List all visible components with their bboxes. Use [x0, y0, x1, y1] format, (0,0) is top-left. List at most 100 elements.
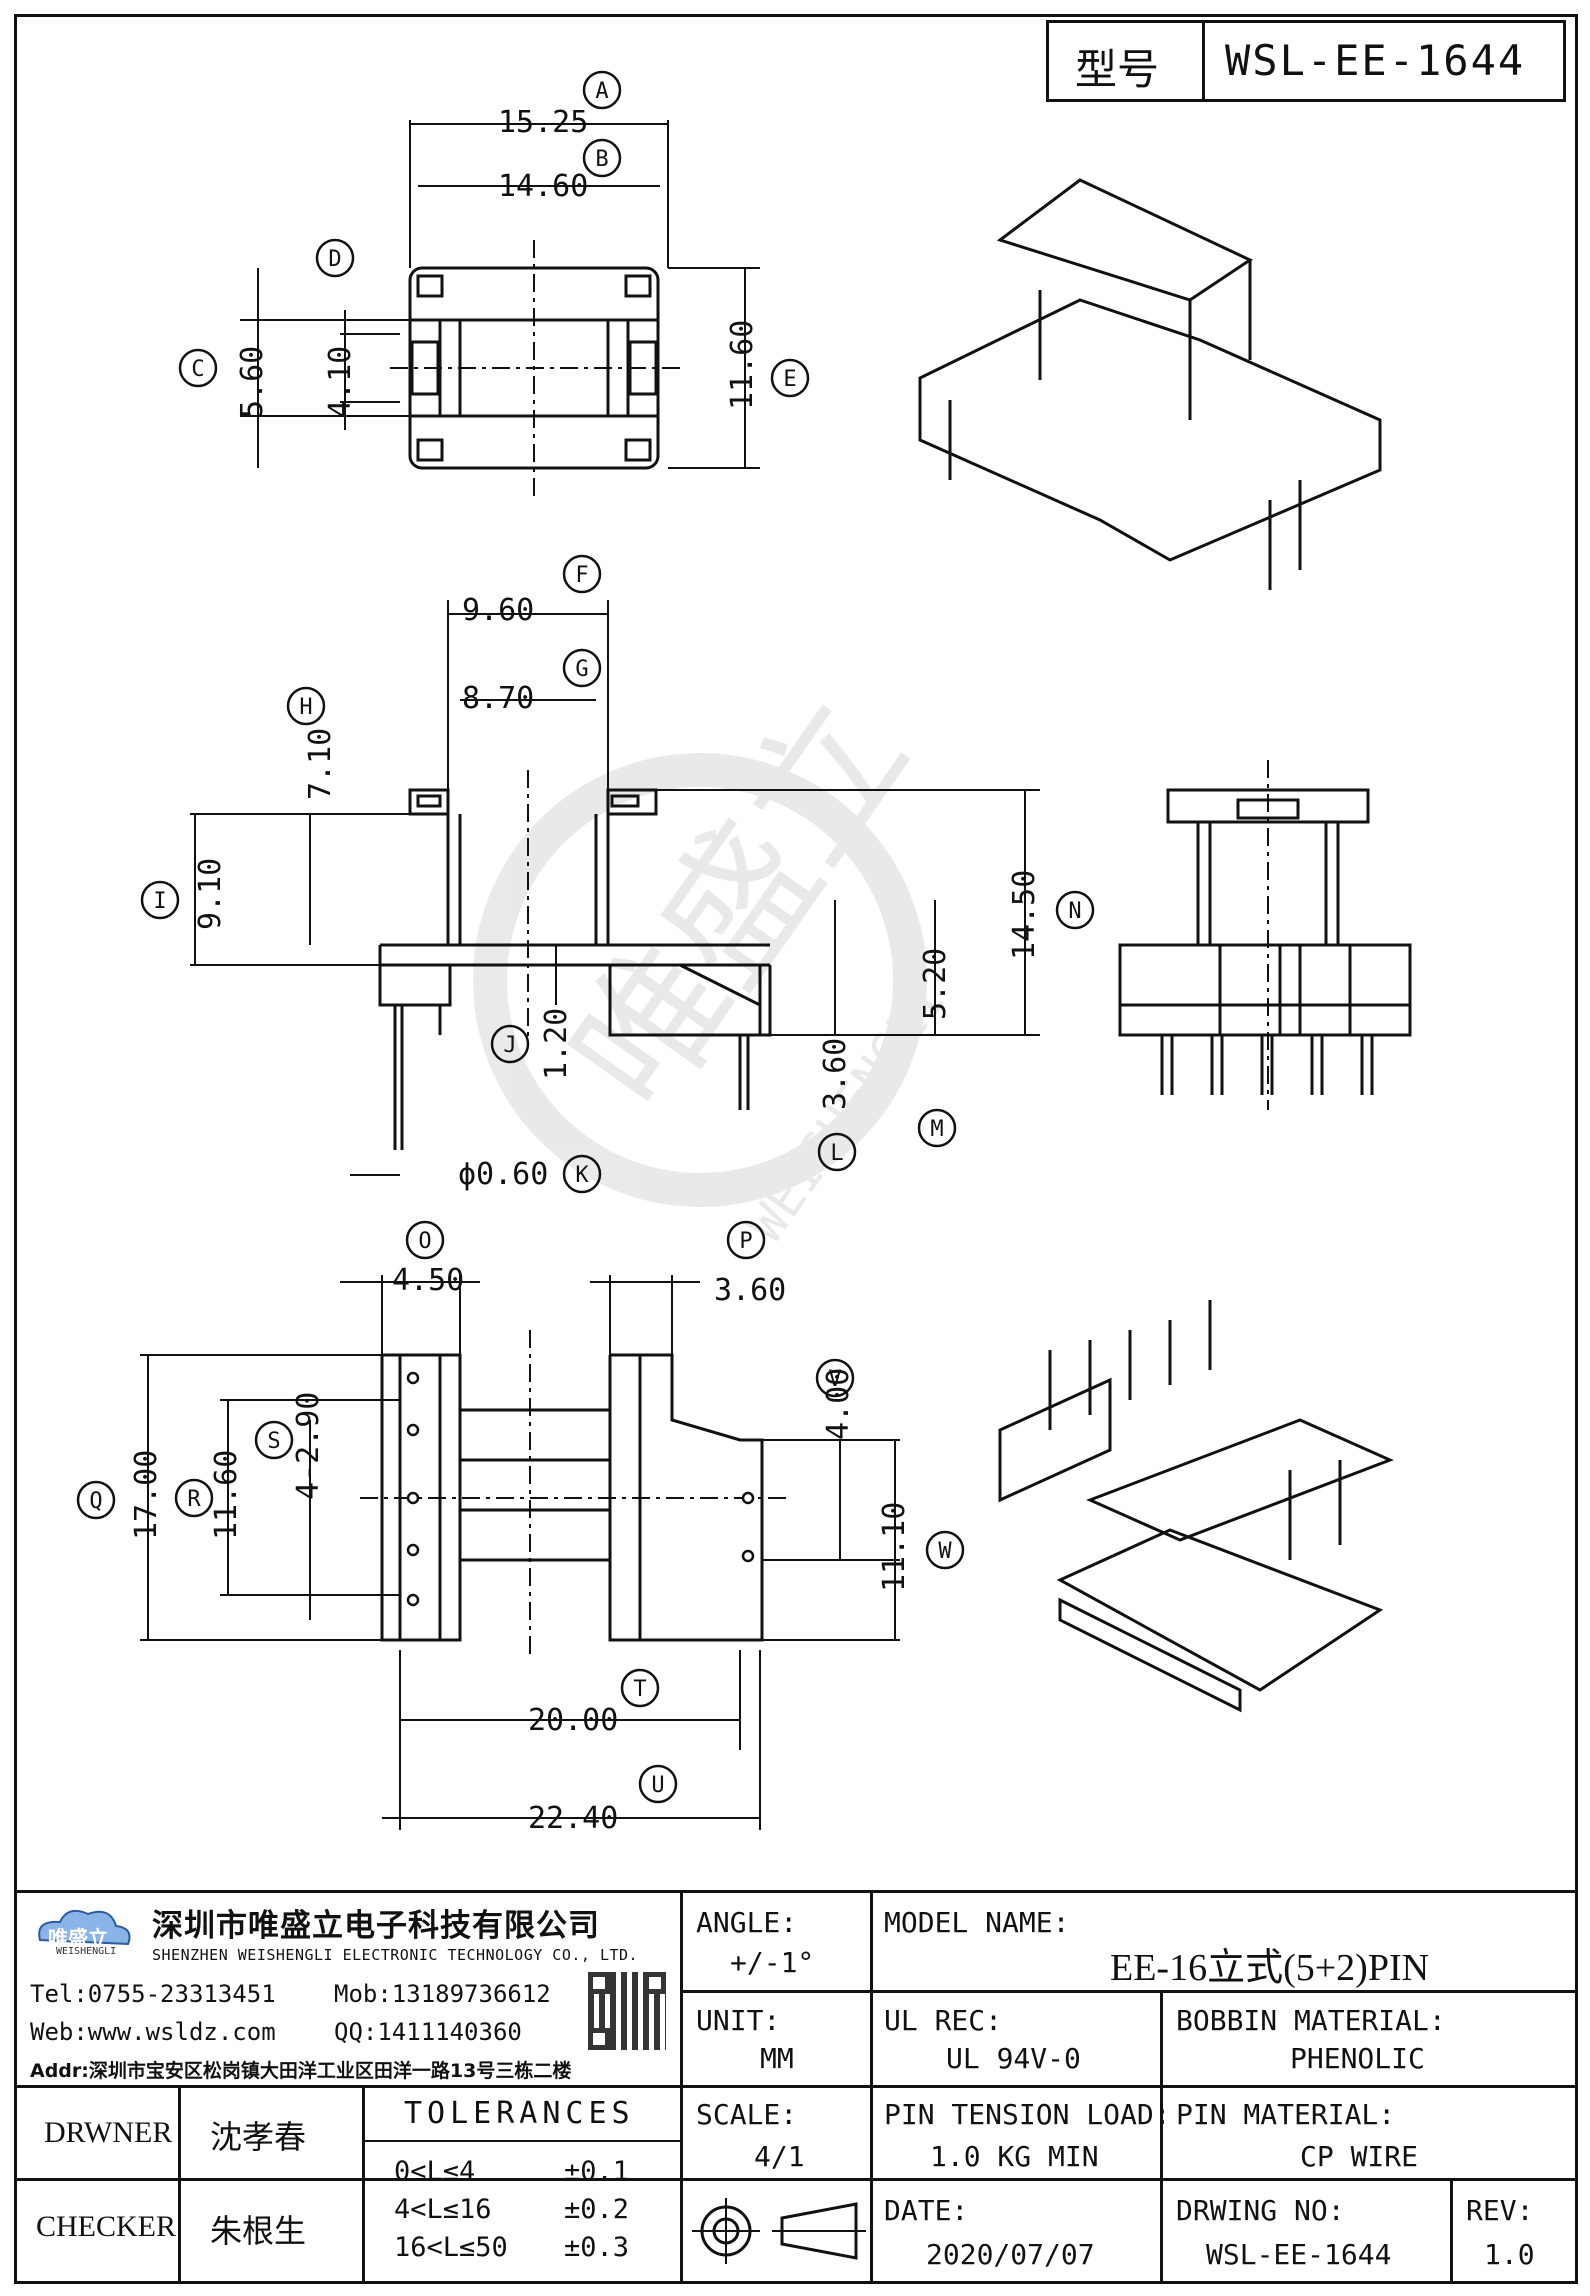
- callout-letter: I: [153, 889, 166, 914]
- title-block-v6: [362, 2085, 365, 2284]
- watermark: 唯盛立 WEISHENGLI: [473, 670, 957, 1252]
- iso-view-top: [918, 178, 1382, 590]
- callout-letter: Q: [89, 1489, 102, 1514]
- angle-label: ANGLE:: [696, 1906, 798, 1939]
- model-header-box: [1046, 20, 1566, 102]
- dim-h-value: 7.10: [303, 728, 338, 800]
- company-name-cn: 深圳市唯盛立电子科技有限公司: [152, 1908, 600, 1944]
- tension-label: PIN TENSION LOAD:: [884, 2098, 1171, 2131]
- company-name-en: SHENZHEN WEISHENGLI ELECTRONIC TECHNOLOG…: [152, 1946, 639, 1964]
- tolerance-range: 16<L≤50: [394, 2232, 508, 2263]
- iso-view-bottom: [998, 1300, 1394, 1713]
- company-mob: Mob:13189736612: [334, 1980, 551, 2008]
- drawing-no-value: WSL-EE-1644: [1206, 2238, 1392, 2271]
- dim-o-value: 4.50: [392, 1263, 464, 1298]
- callout-letter: M: [930, 1117, 943, 1142]
- unit-value: MM: [760, 2042, 794, 2075]
- dim-t-value: 20.00: [528, 1703, 618, 1738]
- drawing-no-label: DRWING NO:: [1176, 2194, 1345, 2227]
- title-block-h3: [680, 2178, 1578, 2181]
- callout-letter: O: [418, 1229, 431, 1254]
- dim-k-value: ϕ0.60: [458, 1157, 548, 1192]
- dim-v-value: 4.00: [821, 1368, 856, 1440]
- title-block-v5: [178, 2085, 181, 2284]
- callout-letter: E: [783, 367, 796, 392]
- side-view: [1118, 760, 1412, 1110]
- drawer-label: DRWNER: [44, 2116, 173, 2149]
- tension-value: 1.0 KG MIN: [930, 2140, 1099, 2173]
- callout-bubbles: [76, 70, 1095, 1804]
- callout-letter: H: [299, 695, 312, 720]
- title-block-h2: [14, 2085, 1578, 2088]
- callout-letter: U: [651, 1773, 664, 1798]
- callout-letter: P: [739, 1229, 752, 1254]
- callout-letter: G: [575, 657, 588, 682]
- dim-d-value: 4.10: [323, 346, 358, 418]
- top-view: [390, 240, 680, 496]
- tolerance-row: 0<L≤4±0.1: [394, 2156, 629, 2187]
- pin-material-value: CP WIRE: [1300, 2140, 1419, 2173]
- title-block-h5: [362, 2140, 680, 2142]
- model-header-code: WSL-EE-1644: [1225, 36, 1526, 85]
- dim-q-value: 17.00: [129, 1450, 164, 1540]
- model-name-value: EE-16立式(5+2)PIN: [1110, 1947, 1430, 1989]
- callout-letter: L: [830, 1141, 843, 1166]
- tolerance-range: 0<L≤4: [394, 2156, 476, 2187]
- unit-label: UNIT:: [696, 2004, 781, 2037]
- front-view: [378, 770, 772, 1150]
- dim-b-value: 14.60: [498, 169, 588, 204]
- projection-symbol-icon: [692, 2198, 866, 2264]
- model-header-divider: [1202, 20, 1205, 102]
- bobbin-value: PHENOLIC: [1290, 2042, 1425, 2075]
- drawing-border: [14, 14, 1578, 2284]
- ul-label: UL REC:: [884, 2004, 1003, 2037]
- qr-code: [588, 1972, 666, 2050]
- dim-c-value: 5.60: [235, 346, 270, 418]
- pin-material-label: PIN MATERIAL:: [1176, 2098, 1396, 2131]
- dim-f-value: 9.60: [462, 593, 534, 628]
- tolerances-label: TOLERANCES: [404, 2096, 635, 2131]
- technical-drawing: 唯盛立 WEISHENGLI: [76, 70, 1412, 1836]
- rev-value: 1.0: [1484, 2238, 1535, 2271]
- logo-text: 唯盛立: [48, 1926, 108, 1950]
- dim-e-value: 11.60: [725, 320, 760, 410]
- tolerance-value: ±0.2: [564, 2194, 630, 2225]
- bottom-view-pins: [406, 1371, 755, 1607]
- company-addr: Addr:深圳市宝安区松岗镇大田洋工业区田洋一路13号三栋二楼: [30, 2060, 572, 2082]
- tolerance-range: 4<L≤16: [394, 2194, 492, 2225]
- date-value: 2020/07/07: [926, 2238, 1095, 2271]
- dim-n-value: 14.50: [1007, 870, 1042, 960]
- callout-letter: C: [191, 357, 204, 382]
- dimension-lines: [140, 120, 1040, 1830]
- cloud-logo-icon: [38, 1909, 131, 1946]
- callout-letter: V: [828, 1367, 841, 1392]
- drawer-name: 沈孝春: [210, 2118, 307, 2156]
- company-web: Web:www.wsldz.com: [30, 2018, 276, 2046]
- callout-letter: N: [1068, 899, 1081, 924]
- model-name-label: MODEL NAME:: [884, 1906, 1070, 1939]
- company-qq: QQ:1411140360: [334, 2018, 522, 2046]
- callout-letter: W: [938, 1539, 952, 1564]
- title-block-top-line: [14, 1890, 1578, 1893]
- title-block-h4: [14, 2178, 680, 2181]
- rev-label: REV:: [1466, 2194, 1534, 2227]
- company-logo: 唯盛立 WEISHENGLI: [30, 1900, 140, 1960]
- angle-value: +/-1°: [730, 1946, 815, 1979]
- dim-s-value: 4-2.90: [291, 1392, 326, 1500]
- dim-j-value: 1.20: [539, 1008, 574, 1080]
- dim-m-value: 5.20: [918, 948, 953, 1020]
- callout-letter: J: [503, 1033, 516, 1058]
- checker-label: CHECKER: [36, 2210, 177, 2243]
- callout-letter: A: [595, 79, 608, 104]
- tolerance-value: ±0.3: [564, 2232, 630, 2263]
- dim-a-value: 15.25: [498, 105, 588, 140]
- callout-letter: D: [328, 247, 341, 272]
- checker-name: 朱根生: [210, 2212, 307, 2250]
- date-label: DATE:: [884, 2194, 969, 2227]
- bottom-view: [360, 1330, 790, 1660]
- dim-r-value: 11.60: [209, 1450, 244, 1540]
- dimension-values: 15.25 14.60 5.60 4.10 11.60 9.60 8.70 7.…: [129, 105, 1042, 1836]
- callout-letter: S: [267, 1429, 280, 1454]
- title-block-v4: [1450, 2178, 1453, 2284]
- bobbin-label: BOBBIN MATERIAL:: [1176, 2004, 1446, 2037]
